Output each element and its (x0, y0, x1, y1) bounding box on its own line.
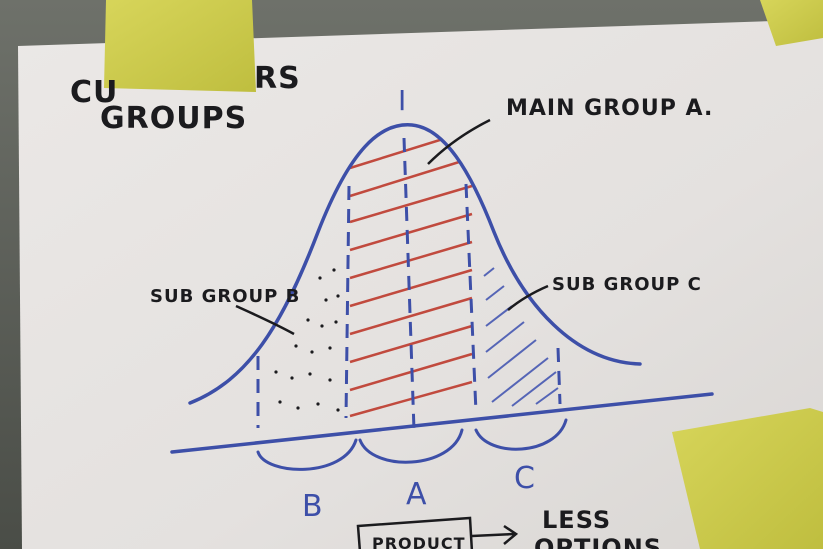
sub-group-c-leader-line (507, 284, 549, 311)
sub-group-b-leader-line (235, 304, 295, 336)
title-line1-tail: RS (254, 61, 301, 96)
sub-group-c-label: SUB GROUP C (552, 274, 702, 295)
sticky-note-top-right (760, 0, 823, 46)
product-box: PRODUCT (356, 516, 474, 549)
bracket-label-a: A (406, 477, 427, 512)
options-label: OPTIONS (534, 534, 662, 549)
title-line2: GROUPS (100, 101, 247, 136)
axis-mark: I (398, 84, 406, 117)
sub-group-b-dots (274, 268, 340, 412)
left-inner-divider (344, 185, 351, 419)
bracket-c (474, 418, 568, 451)
sub-group-b-label: SUB GROUP B (150, 286, 300, 307)
product-box-label: PRODUCT (372, 534, 466, 549)
group-dividers (256, 137, 562, 431)
bracket-b (256, 438, 358, 471)
baseline (170, 392, 714, 454)
sticky-note-top-left (104, 0, 256, 92)
right-inner-divider (464, 183, 478, 413)
title-line1: CU (70, 75, 118, 110)
product-arrow (471, 524, 519, 545)
right-outer-divider (556, 347, 562, 405)
less-label: LESS (542, 506, 611, 534)
bracket-a (358, 428, 464, 464)
main-group-label: MAIN GROUP A. (506, 96, 713, 121)
sticky-note-bottom-right (672, 408, 823, 549)
bracket-label-b: B (302, 489, 323, 524)
center-divider (402, 137, 416, 431)
main-group-hatching (349, 128, 473, 418)
bracket-label-c: C (514, 461, 535, 496)
main-group-leader-line (427, 118, 491, 165)
group-brackets (256, 418, 568, 471)
